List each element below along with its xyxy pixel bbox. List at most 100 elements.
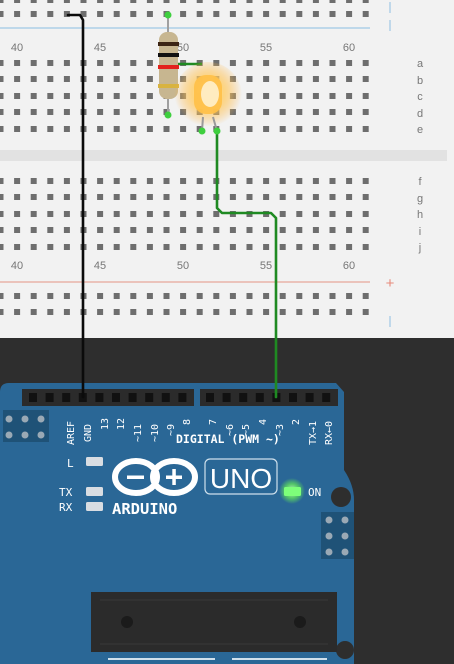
breadboard-hole[interactable] [229, 60, 236, 66]
breadboard-hole[interactable] [296, 126, 303, 132]
breadboard-hole[interactable] [346, 126, 353, 132]
breadboard-hole[interactable] [30, 178, 37, 184]
breadboard-hole[interactable] [312, 211, 319, 217]
breadboard-hole[interactable] [296, 93, 303, 99]
breadboard-hole[interactable] [180, 227, 187, 233]
breadboard-hole[interactable] [196, 309, 203, 315]
breadboard-hole[interactable] [362, 227, 369, 233]
breadboard-hole[interactable] [30, 194, 37, 200]
breadboard-hole[interactable] [362, 76, 369, 82]
breadboard-hole[interactable] [329, 211, 336, 217]
breadboard-hole[interactable] [113, 11, 120, 17]
breadboard-hole[interactable] [279, 293, 286, 299]
breadboard-hole[interactable] [146, 178, 153, 184]
breadboard-hole[interactable] [146, 293, 153, 299]
breadboard-hole[interactable] [146, 244, 153, 250]
breadboard-hole[interactable] [296, 178, 303, 184]
breadboard-hole[interactable] [229, 309, 236, 315]
header-pin-socket[interactable] [206, 393, 214, 402]
breadboard-hole[interactable] [97, 76, 104, 82]
breadboard-hole[interactable] [63, 109, 70, 115]
breadboard-hole[interactable] [312, 227, 319, 233]
breadboard-hole[interactable] [263, 227, 270, 233]
breadboard-hole[interactable] [246, 11, 253, 17]
breadboard-hole[interactable] [180, 178, 187, 184]
breadboard-hole[interactable] [346, 0, 353, 3]
breadboard-hole[interactable] [296, 211, 303, 217]
breadboard-hole[interactable] [63, 126, 70, 132]
breadboard-hole[interactable] [279, 93, 286, 99]
breadboard-hole[interactable] [229, 244, 236, 250]
breadboard-hole[interactable] [47, 178, 54, 184]
breadboard-hole[interactable] [296, 60, 303, 66]
green-wire[interactable] [215, 129, 278, 399]
breadboard-hole[interactable] [63, 227, 70, 233]
breadboard-hole[interactable] [63, 11, 70, 17]
breadboard-hole[interactable] [196, 211, 203, 217]
breadboard-hole[interactable] [263, 194, 270, 200]
breadboard-hole[interactable] [130, 194, 137, 200]
breadboard-hole[interactable] [0, 0, 4, 3]
breadboard-hole[interactable] [346, 60, 353, 66]
header-pin-socket[interactable] [305, 393, 314, 402]
header-pin-socket[interactable] [45, 393, 54, 402]
breadboard-hole[interactable] [130, 60, 137, 66]
breadboard-hole[interactable] [246, 244, 253, 250]
led-endpoint-right[interactable] [213, 127, 221, 135]
breadboard-hole[interactable] [180, 0, 187, 3]
breadboard-hole[interactable] [296, 11, 303, 17]
breadboard-hole[interactable] [0, 109, 4, 115]
breadboard-hole[interactable] [130, 11, 137, 17]
breadboard-hole[interactable] [14, 0, 21, 3]
breadboard-hole[interactable] [296, 0, 303, 3]
breadboard-hole[interactable] [196, 11, 203, 17]
breadboard-hole[interactable] [163, 194, 170, 200]
breadboard-hole[interactable] [163, 227, 170, 233]
breadboard-hole[interactable] [63, 60, 70, 66]
breadboard-hole[interactable] [63, 309, 70, 315]
breadboard-hole[interactable] [229, 0, 236, 3]
breadboard-hole[interactable] [346, 178, 353, 184]
breadboard-hole[interactable] [14, 194, 21, 200]
breadboard-hole[interactable] [130, 178, 137, 184]
breadboard-hole[interactable] [329, 60, 336, 66]
breadboard-hole[interactable] [47, 211, 54, 217]
breadboard-hole[interactable] [263, 60, 270, 66]
breadboard-hole[interactable] [14, 11, 21, 17]
breadboard-hole[interactable] [113, 178, 120, 184]
breadboard-hole[interactable] [146, 60, 153, 66]
breadboard-hole[interactable] [312, 60, 319, 66]
breadboard-hole[interactable] [312, 109, 319, 115]
breadboard-hole[interactable] [246, 178, 253, 184]
header-pin-socket[interactable] [29, 393, 37, 402]
breadboard-hole[interactable] [146, 194, 153, 200]
breadboard-hole[interactable] [180, 126, 187, 132]
breadboard-hole[interactable] [362, 60, 369, 66]
breadboard-hole[interactable] [329, 11, 336, 17]
resistor-endpoint-bottom[interactable] [164, 111, 172, 119]
breadboard-hole[interactable] [0, 293, 4, 299]
breadboard-hole[interactable] [180, 194, 187, 200]
breadboard-hole[interactable] [113, 227, 120, 233]
header-pin-socket[interactable] [178, 393, 187, 402]
breadboard-hole[interactable] [346, 93, 353, 99]
breadboard-hole[interactable] [346, 244, 353, 250]
breadboard-hole[interactable] [196, 244, 203, 250]
breadboard-hole[interactable] [47, 109, 54, 115]
breadboard-hole[interactable] [180, 211, 187, 217]
breadboard-hole[interactable] [312, 93, 319, 99]
breadboard-hole[interactable] [279, 178, 286, 184]
breadboard-hole[interactable] [312, 293, 319, 299]
breadboard-hole[interactable] [263, 109, 270, 115]
breadboard-hole[interactable] [213, 0, 220, 3]
breadboard-hole[interactable] [63, 178, 70, 184]
breadboard-hole[interactable] [146, 0, 153, 3]
breadboard-hole[interactable] [296, 309, 303, 315]
breadboard-hole[interactable] [14, 109, 21, 115]
breadboard-hole[interactable] [263, 11, 270, 17]
breadboard-hole[interactable] [163, 0, 170, 3]
breadboard-hole[interactable] [97, 227, 104, 233]
breadboard-hole[interactable] [30, 227, 37, 233]
header-pin-socket[interactable] [62, 393, 71, 402]
breadboard-hole[interactable] [163, 309, 170, 315]
